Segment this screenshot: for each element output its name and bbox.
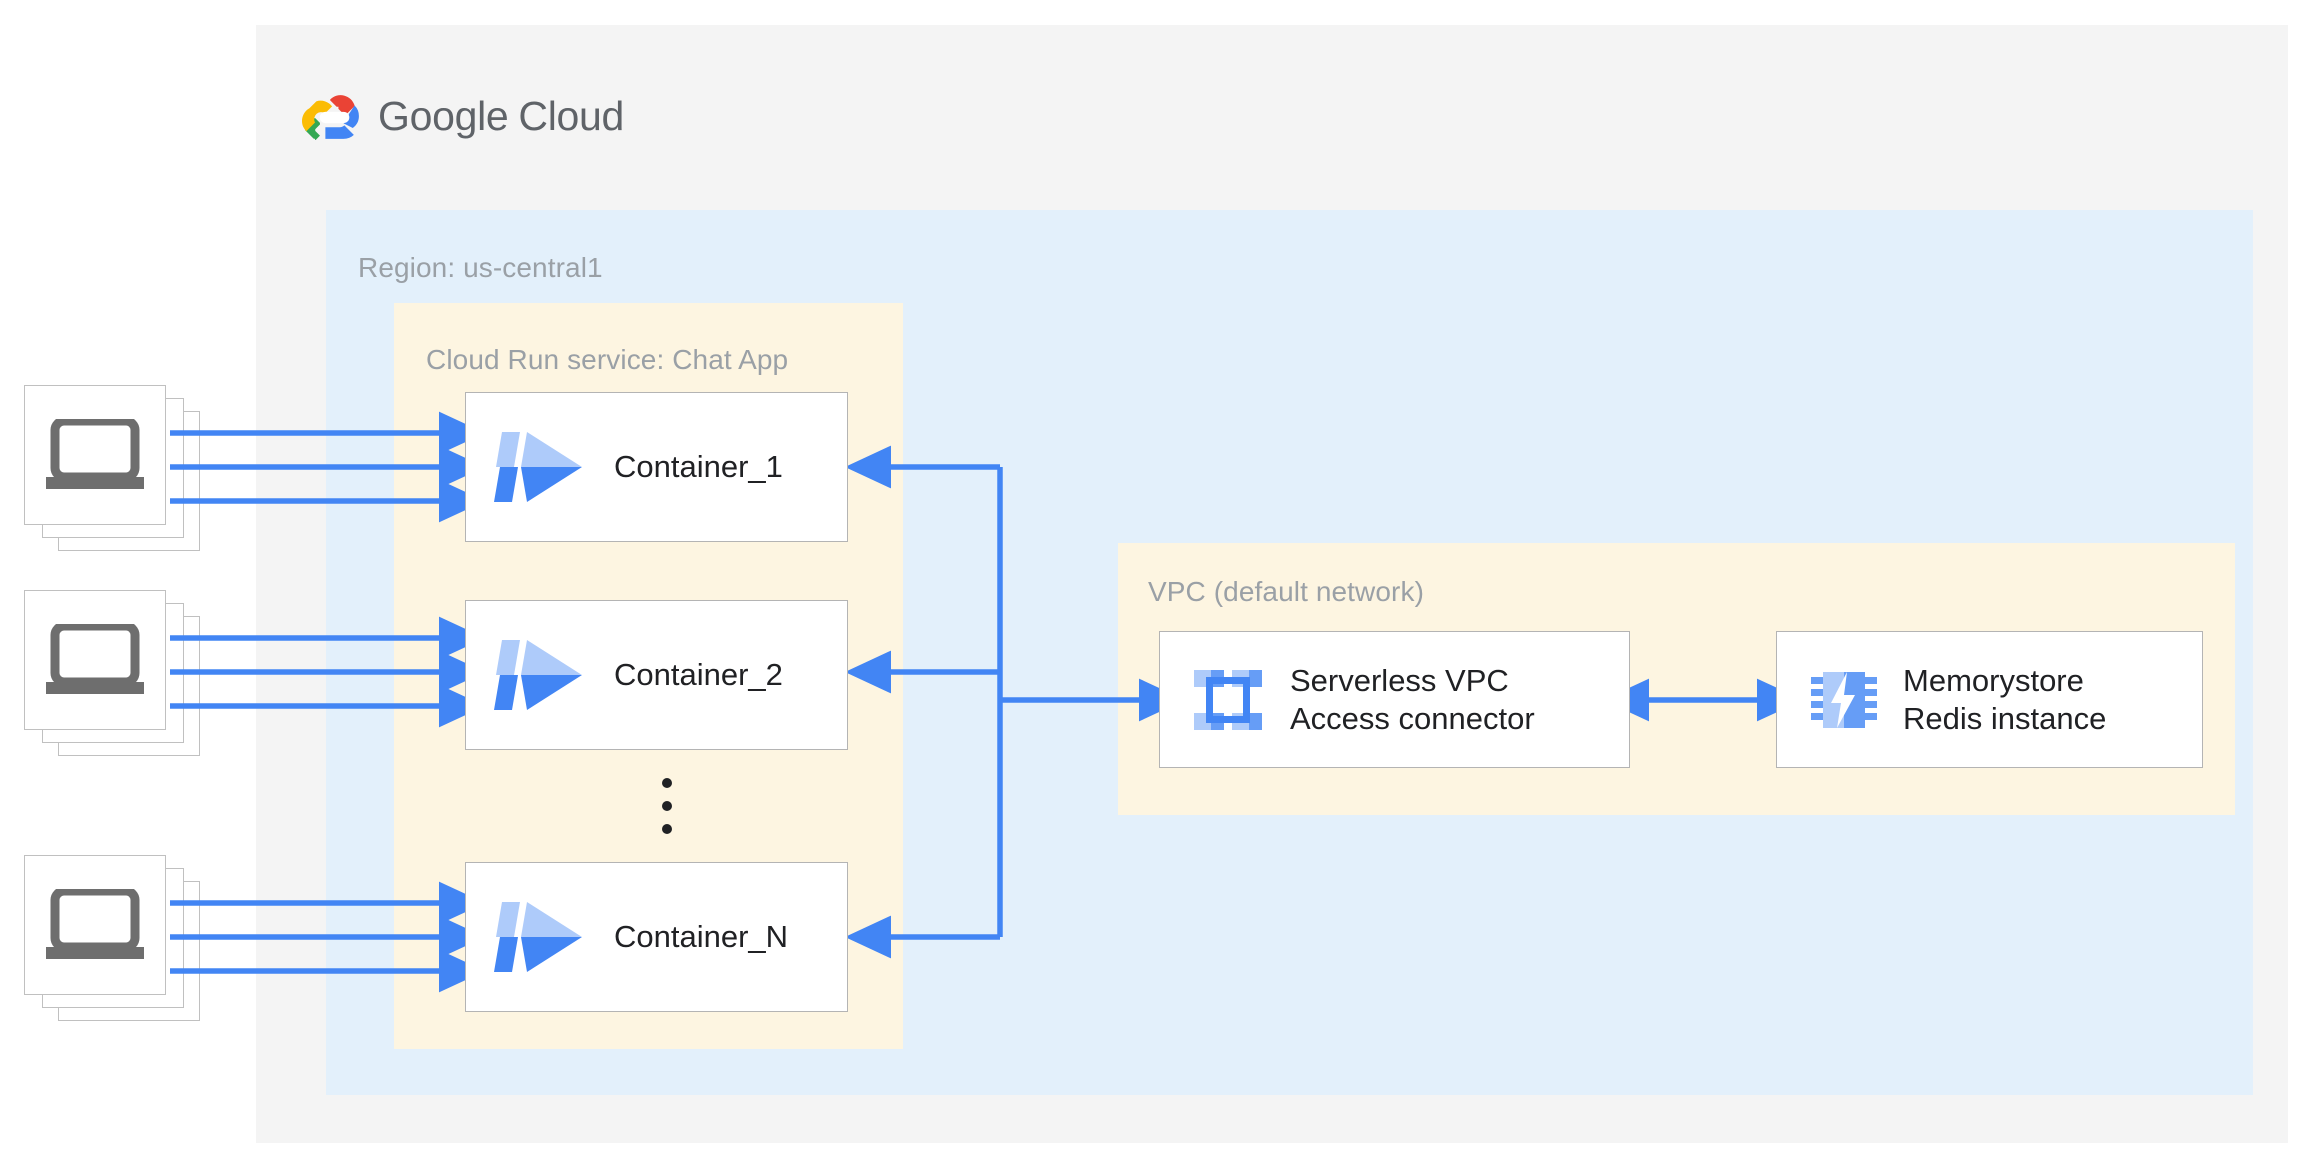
client-card-front — [24, 385, 166, 525]
memorystore-label: Memorystore Redis instance — [1903, 662, 2107, 736]
client-card-front — [24, 590, 166, 730]
cloud-run-icon — [494, 900, 586, 974]
region-panel-label: Region: us-central1 — [358, 252, 603, 283]
container-node-label: Container_2 — [614, 657, 783, 693]
vpc-connector-label: Serverless VPC Access connector — [1290, 662, 1535, 736]
client-stack-1[interactable] — [24, 385, 200, 551]
laptop-icon — [46, 889, 144, 959]
ellipsis-dot — [662, 801, 672, 811]
serverless-vpc-access-connector-node[interactable]: Serverless VPC Access connector — [1159, 631, 1630, 768]
client-stack-2[interactable] — [24, 590, 200, 756]
memorystore-redis-node[interactable]: Memorystore Redis instance — [1776, 631, 2203, 768]
laptop-icon — [46, 419, 144, 489]
cloud-run-icon — [494, 638, 586, 712]
google-cloud-logo-icon — [302, 95, 359, 140]
container-node-1[interactable]: Container_1 — [465, 392, 848, 542]
client-card-front — [24, 855, 166, 995]
vertical-ellipsis-icon — [657, 778, 677, 834]
serverless-vpc-access-connector-icon — [1192, 664, 1264, 736]
ellipsis-dot — [662, 824, 672, 834]
container-node-2[interactable]: Container_2 — [465, 600, 848, 750]
container-node-label: Container_1 — [614, 449, 783, 485]
container-node-n[interactable]: Container_N — [465, 862, 848, 1012]
logo-word-google: Google — [378, 92, 509, 139]
laptop-icon — [46, 624, 144, 694]
cloud-run-icon — [494, 430, 586, 504]
cloud-run-panel-label: Cloud Run service: Chat App — [426, 344, 789, 375]
ellipsis-dot — [662, 778, 672, 788]
vpc-panel-label: VPC (default network) — [1148, 576, 1424, 607]
container-node-label: Container_N — [614, 919, 789, 955]
memorystore-redis-icon — [1811, 667, 1877, 733]
logo-word-cloud: Cloud — [518, 92, 625, 139]
client-stack-3[interactable] — [24, 855, 200, 1021]
